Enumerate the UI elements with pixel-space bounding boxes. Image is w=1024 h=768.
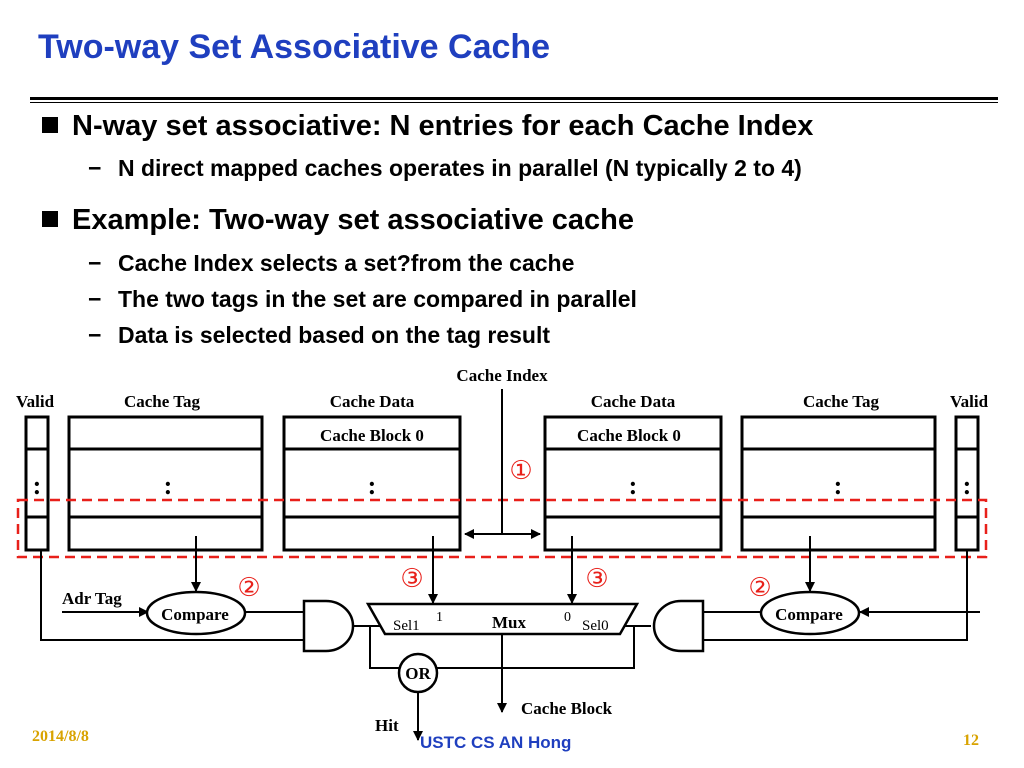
square-bullet-icon [42,117,58,133]
dash-bullet-icon: − [88,155,102,181]
tag-array-left [67,415,264,552]
sel0-label: Sel0 [582,618,609,634]
sub-bullet-2-2: −The two tags in the set are compared in… [88,286,637,313]
mux-input-1-label: 1 [436,610,443,625]
footer-date: 2014/8/8 [32,728,89,745]
cache-block-output-label: Cache Block [521,699,613,718]
bullet-2: Example: Two-way set associative cache [42,204,634,237]
step-1-marker: ① [509,456,532,486]
mux [365,602,640,636]
title-rule-thin [30,102,998,103]
adr-tag-label: Adr Tag [62,589,122,608]
cache-index-label: Cache Index [456,366,548,385]
sub-bullet-text: Data is selected based on the tag result [118,322,551,348]
bullet-1: N-way set associative: N entries for eac… [42,110,813,143]
ellipsis-data-left: : [368,471,377,500]
sub-bullet-2-1: −Cache Index selects a set?from the cach… [88,250,574,277]
data-array-left [282,415,462,552]
sub-bullet-text: N direct mapped caches operates in paral… [118,155,802,181]
step-2-right-marker: ② [748,573,771,603]
sel1-label: Sel1 [393,618,420,634]
step-3-right-marker: ③ [585,564,608,594]
bullet-1-text: N-way set associative: N entries for eac… [72,110,814,142]
data-array-right [543,415,723,552]
slide-title: Two-way Set Associative Cache [38,28,551,66]
ellipsis-tag-right: : [834,471,843,500]
sub-bullet-text: The two tags in the set are compared in … [118,286,637,312]
cache-block0-left: Cache Block 0 [320,426,424,445]
sub-bullet-2-3: −Data is selected based on the tag resul… [88,322,550,349]
cache-data-right-label: Cache Data [591,392,676,411]
dash-bullet-icon: − [88,322,102,348]
ellipsis-valid-left: : [33,471,42,500]
or-gate [397,652,439,694]
and-gate-right [652,599,705,653]
hit-label: Hit [375,716,399,735]
mux-label: Mux [492,613,527,632]
sub-bullet-1-1: −N direct mapped caches operates in para… [88,155,802,182]
page-number: 12 [963,732,979,749]
square-bullet-icon [42,211,58,227]
footer-author: USTC CS AN Hong [420,733,572,752]
cache-tag-left-label: Cache Tag [124,392,201,411]
sub-bullet-text: Cache Index selects a set?from the cache [118,250,575,276]
cache-block0-right: Cache Block 0 [577,426,681,445]
valid-array-left [24,415,50,552]
cache-tag-right-label: Cache Tag [803,392,880,411]
and-gate-left [302,599,355,653]
cache-data-left-label: Cache Data [330,392,415,411]
mux-input-0-label: 0 [564,610,571,625]
step-3-left-marker: ③ [400,564,423,594]
valid-left-label: Valid [16,392,55,411]
bullet-2-text: Example: Two-way set associative cache [72,204,635,236]
valid-right-label: Valid [950,392,989,411]
ellipsis-tag-left: : [164,471,173,500]
ellipsis-valid-right: : [963,471,972,500]
compare-right-label: Compare [775,605,843,624]
compare-left-label: Compare [161,605,229,624]
ellipsis-data-right: : [629,471,638,500]
compare-right [759,590,861,636]
step-2-left-marker: ② [237,573,260,603]
or-label: OR [405,664,431,683]
title-rule [30,97,998,100]
dash-bullet-icon: − [88,286,102,312]
compare-left [145,590,247,636]
dash-bullet-icon: − [88,250,102,276]
tag-array-right [740,415,937,552]
